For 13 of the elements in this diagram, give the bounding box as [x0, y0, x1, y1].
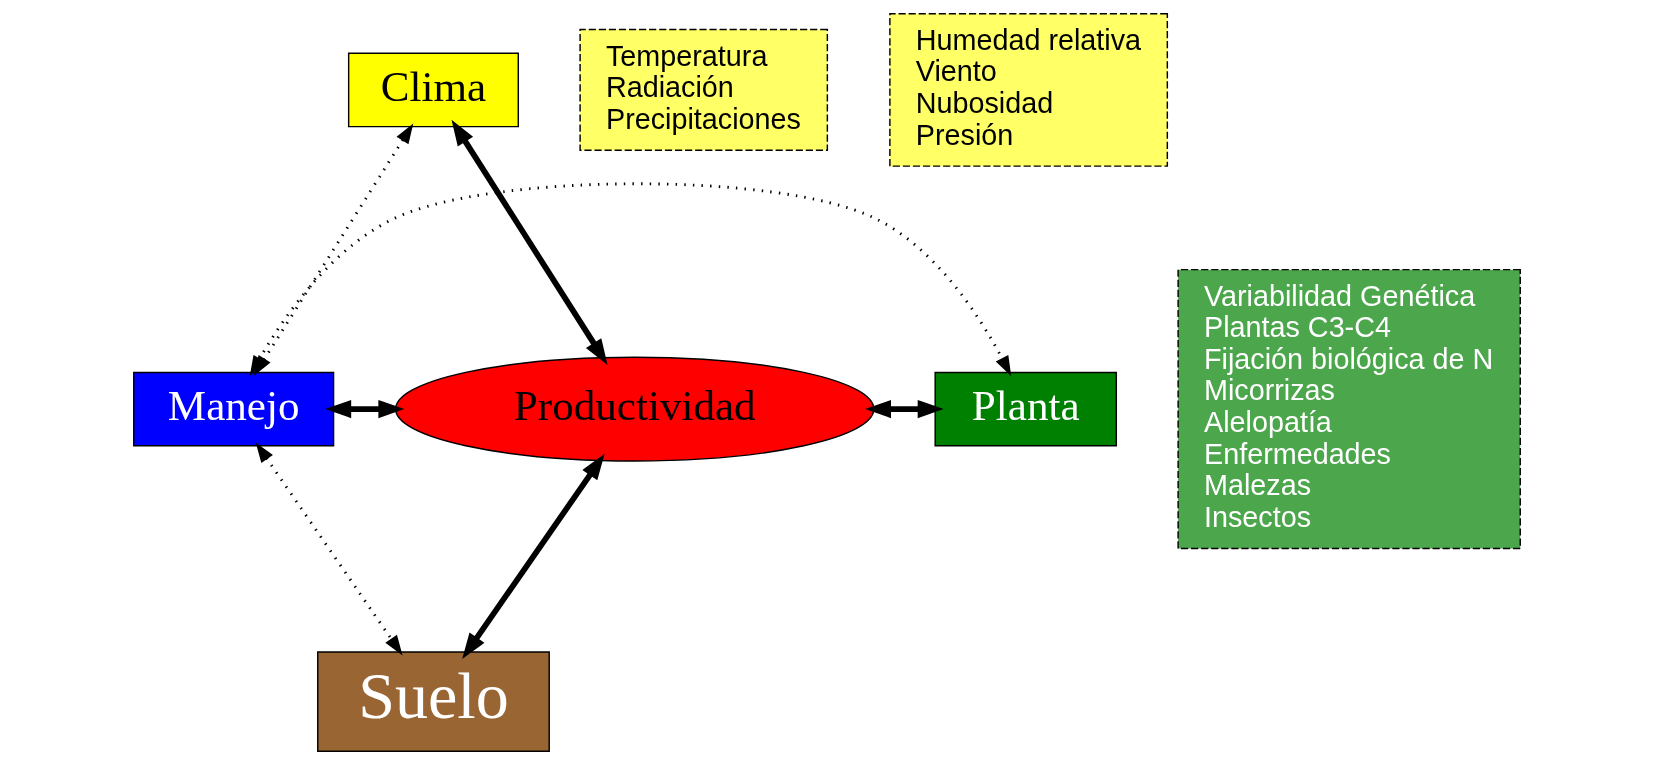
node-ellipse: Productividad	[394, 356, 875, 462]
node-box: Variabilidad Genética Plantas C3-C4 Fijación biológica de N Micorrizas Alelopatía Enfermedades Malezas Insectos	[1177, 268, 1521, 550]
node-box: Suelo	[317, 651, 550, 752]
node-box: Humedad relativa Viento Nubosidad Presión	[889, 13, 1169, 167]
arrow	[325, 400, 405, 419]
node-box: Clima	[347, 52, 519, 128]
arrow	[462, 453, 605, 659]
node-box: Planta	[934, 371, 1117, 447]
arrow	[255, 442, 403, 656]
node-box: Temperatura Radiación Precipitaciones	[579, 28, 829, 152]
node-box: Manejo	[133, 371, 335, 447]
arrow	[865, 400, 944, 419]
arrow	[451, 119, 608, 365]
